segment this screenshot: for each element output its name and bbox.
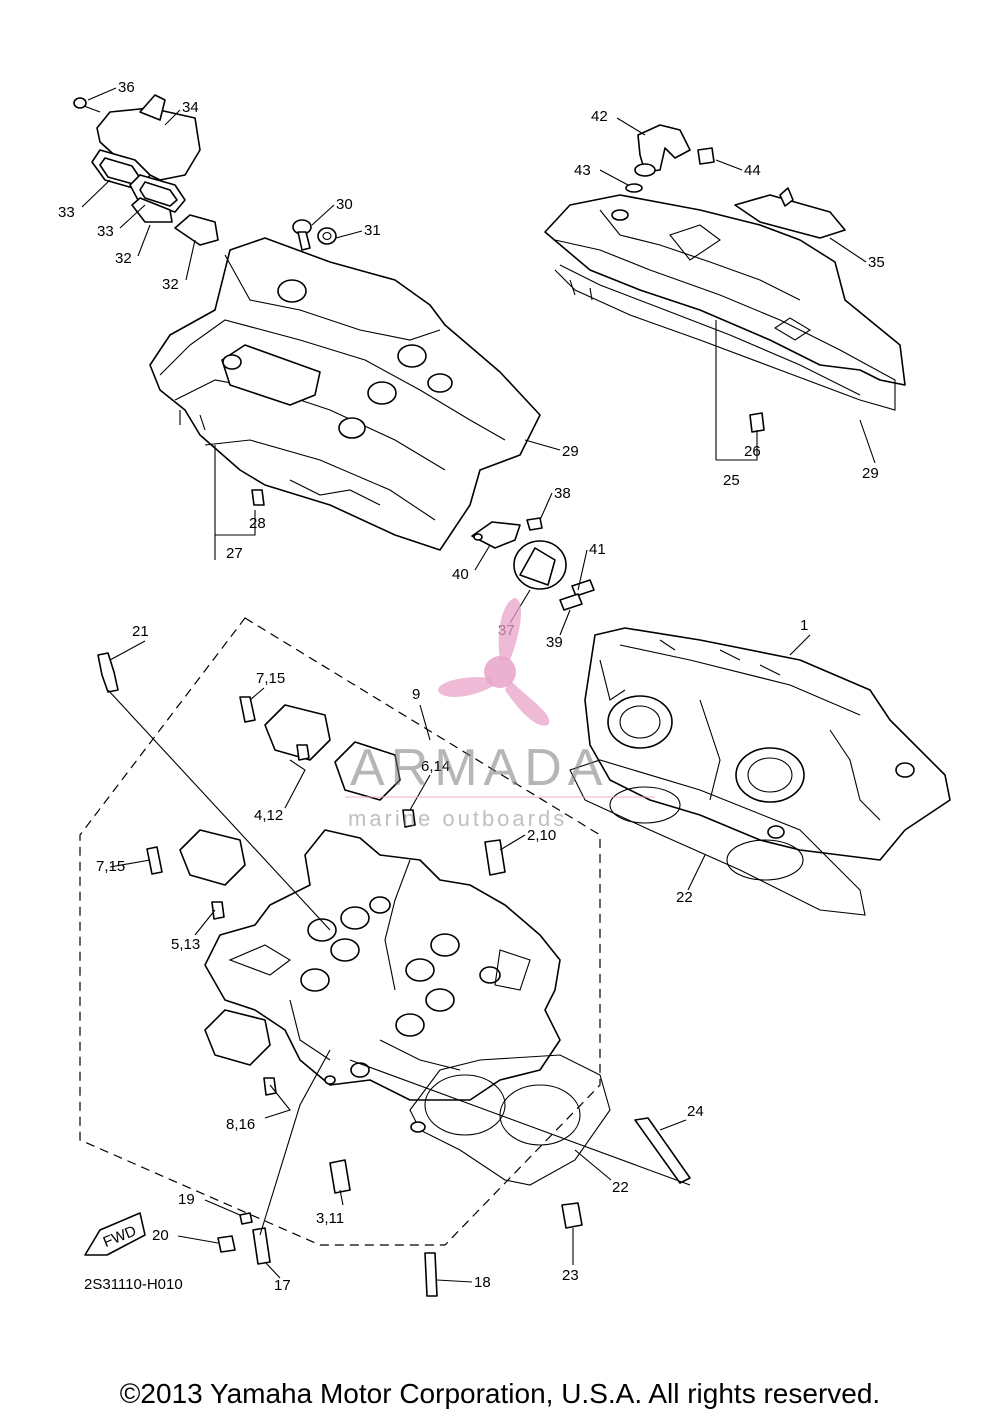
callout-label: 28 bbox=[249, 515, 266, 532]
callout-label: 39 bbox=[546, 634, 563, 651]
callout-label: 40 bbox=[452, 566, 469, 583]
forward-arrow-icon: FWD bbox=[84, 1212, 146, 1256]
cylinder-head-left bbox=[204, 829, 561, 1101]
camshaft-caps bbox=[97, 652, 691, 1297]
callout-label: 32 bbox=[162, 276, 179, 293]
callout-label: 32 bbox=[115, 250, 132, 267]
callout-label: 22 bbox=[676, 889, 693, 906]
callout-label: 41 bbox=[589, 541, 606, 558]
head-cover-right bbox=[544, 187, 906, 411]
callout-label: 17 bbox=[274, 1277, 291, 1294]
callout-label: 26 bbox=[744, 443, 761, 460]
assembly-boundary bbox=[79, 617, 601, 1246]
callout-label: 21 bbox=[132, 623, 149, 640]
callout-label: 1 bbox=[800, 617, 808, 634]
callout-label: 25 bbox=[723, 472, 740, 489]
label-leaders bbox=[81, 87, 876, 1283]
callout-label: 31 bbox=[364, 222, 381, 239]
callout-label: 22 bbox=[612, 1179, 629, 1196]
callout-label: 29 bbox=[862, 465, 879, 482]
callout-label: 30 bbox=[336, 196, 353, 213]
callout-label: 9 bbox=[412, 686, 420, 703]
propeller-logo-icon bbox=[438, 598, 550, 726]
callout-label: 33 bbox=[58, 204, 75, 221]
callout-label: 8,16 bbox=[226, 1116, 255, 1133]
callout-label: 18 bbox=[474, 1274, 491, 1291]
callout-label: 27 bbox=[226, 545, 243, 562]
callout-label: 43 bbox=[574, 162, 591, 179]
callout-label: 4,12 bbox=[254, 807, 283, 824]
callout-label: 34 bbox=[182, 99, 199, 116]
head-cover-left bbox=[149, 237, 541, 551]
diagram-code: 2S31110-H010 bbox=[84, 1276, 183, 1293]
callout-label: 6,14 bbox=[421, 758, 450, 775]
head-gasket-left bbox=[409, 1054, 611, 1186]
callout-label: 44 bbox=[744, 162, 761, 179]
callout-label: 23 bbox=[562, 1267, 579, 1284]
callout-label: 3,11 bbox=[316, 1210, 344, 1227]
callout-label: 20 bbox=[152, 1227, 169, 1244]
leader-lines bbox=[107, 320, 758, 1236]
callout-label: 2,10 bbox=[527, 827, 556, 844]
cap-and-bracket bbox=[471, 517, 595, 611]
copyright-notice: ©2013 Yamaha Motor Corporation, U.S.A. A… bbox=[119, 1378, 881, 1409]
watermark-logo: ARMADA marine outboards bbox=[345, 598, 655, 831]
callout-label: 36 bbox=[118, 79, 135, 96]
cylinder-head-right bbox=[584, 627, 951, 861]
callout-label: 33 bbox=[97, 223, 114, 240]
callout-label: 5,13 bbox=[171, 936, 200, 953]
callout-label: 19 bbox=[178, 1191, 195, 1208]
callout-label: 35 bbox=[868, 254, 885, 271]
watermark-tagline: marine outboards bbox=[348, 806, 567, 831]
callout-label: 42 bbox=[591, 108, 608, 125]
breather-cover-parts bbox=[73, 94, 337, 506]
callout-label: 7,15 bbox=[256, 670, 285, 687]
callout-label: 29 bbox=[562, 443, 579, 460]
callout-label: 38 bbox=[554, 485, 571, 502]
watermark-brand: ARMADA bbox=[350, 739, 608, 797]
breather-pipe-parts bbox=[625, 124, 765, 433]
callout-label: 24 bbox=[687, 1103, 704, 1120]
callout-labels: 36 34 33 33 32 32 30 31 29 28 27 42 43 4… bbox=[58, 79, 885, 1294]
head-gasket-right bbox=[569, 759, 866, 916]
